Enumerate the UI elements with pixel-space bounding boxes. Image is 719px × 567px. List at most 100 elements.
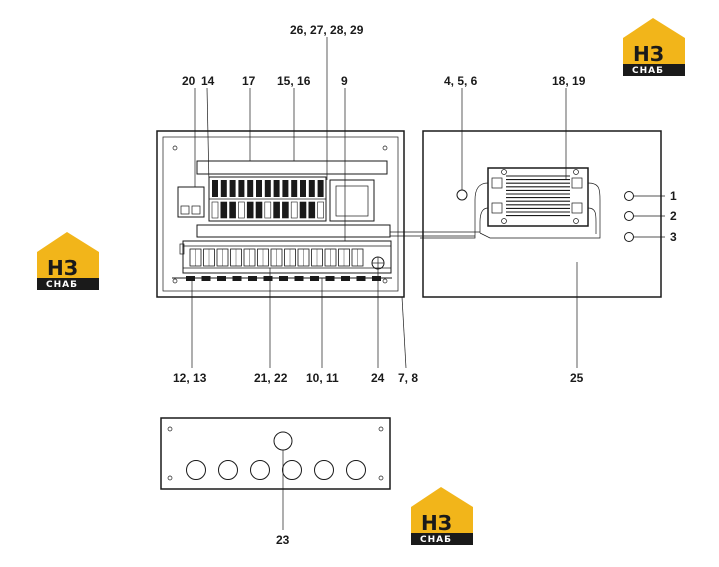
fuse [247,180,254,197]
logo-text: НЗ [421,511,452,535]
label-15-16: 15, 16 [277,74,311,88]
psu-screw [573,169,579,175]
gland-hole [346,460,366,480]
fuse [229,180,236,197]
gland-hole [186,460,206,480]
cable-gland [294,276,304,281]
indicator-lamp [456,189,468,201]
interconnect-wires [390,231,480,237]
label-23: 23 [276,533,290,547]
fuse [282,180,289,197]
indicator-3 [624,232,634,242]
cable-gland [341,276,350,281]
plate-hole [378,475,384,481]
label-12-13: 12, 13 [173,371,207,385]
fuse [255,201,263,219]
mount-hole [172,145,178,151]
fuse [238,201,245,219]
mount-hole [172,278,178,284]
relay-housing-inner [335,185,369,217]
fuse [317,201,324,219]
relay-terminal [191,205,201,215]
psu-terminal [571,177,583,189]
indicator-2 [624,211,634,221]
label-1: 1 [670,189,677,203]
label-4-6: 4, 5, 6 [444,74,478,88]
logo-band [411,533,473,545]
logo-text: НЗ [47,256,78,280]
logo-house [623,18,685,74]
gland-hole [282,460,302,480]
fuse [212,180,218,197]
terminal-row [189,248,364,267]
relay-module [177,186,205,218]
fuse [211,201,219,219]
fuse [220,180,227,197]
label-18-19: 18, 19 [552,74,586,88]
rail-end-stop [179,243,185,255]
fuse [220,201,228,219]
left-cabinet-outer [156,130,405,298]
label-24: 24 [371,371,385,385]
fuse [299,201,307,219]
plate-hole [167,475,173,481]
label-20: 20 [182,74,196,88]
wire [587,207,597,234]
gland-hole-small [273,431,293,451]
wire [479,182,601,239]
callout-labels: 26, 27, 28, 29 20 14 17 15, 16 9 4, 5, 6… [173,23,677,547]
fuse-row [211,180,324,219]
logo-band [37,278,99,290]
plate-hole [378,426,384,432]
left-cabinet [156,130,405,298]
cable-gland [325,276,335,281]
fuse [291,180,298,197]
psu-screw [501,169,507,175]
logo-subtext: СНАБ [632,66,664,76]
fuse [282,201,289,219]
right-box [420,130,662,298]
fuse [238,180,245,197]
label-25: 25 [570,371,584,385]
logo-subtext: СНАБ [46,280,78,290]
gland-holes-row [186,460,366,480]
cable-duct-top [196,160,388,175]
label-7-8: 7, 8 [398,371,418,385]
cable-gland [372,276,381,281]
leader-lines [191,37,665,530]
fuse [264,201,272,219]
logo-subtext: СНАБ [420,535,452,545]
cable-gland [186,276,195,281]
label-2: 2 [670,209,677,223]
gland-hole [218,460,238,480]
cable-gland [263,276,273,281]
label-14: 14 [201,74,215,88]
logo-watermark: НЗ СНАБ [411,487,473,545]
label-17: 17 [242,74,256,88]
cable-gland [232,276,242,281]
logo-watermark: НЗ СНАБ [623,18,685,76]
psu-screw [573,218,579,224]
cable-gland [248,276,257,281]
label-3: 3 [670,230,677,244]
fuse [308,201,316,219]
wire [420,182,489,239]
logo-house [37,232,99,288]
label-21-22: 21, 22 [254,371,288,385]
leader-14 [206,87,210,186]
fuse [290,201,298,219]
fuse [273,180,280,197]
cable-gland [356,276,366,281]
label-10-11: 10, 11 [306,371,339,385]
cable-gland [279,276,288,281]
fuse [308,180,315,197]
fuse [264,180,271,197]
psu-terminal [491,202,503,214]
logo-band [623,64,685,76]
gland-row [186,276,381,281]
power-supply [487,167,589,227]
logo-watermark: НЗ СНАБ [37,232,99,290]
indicator-1 [624,191,634,201]
